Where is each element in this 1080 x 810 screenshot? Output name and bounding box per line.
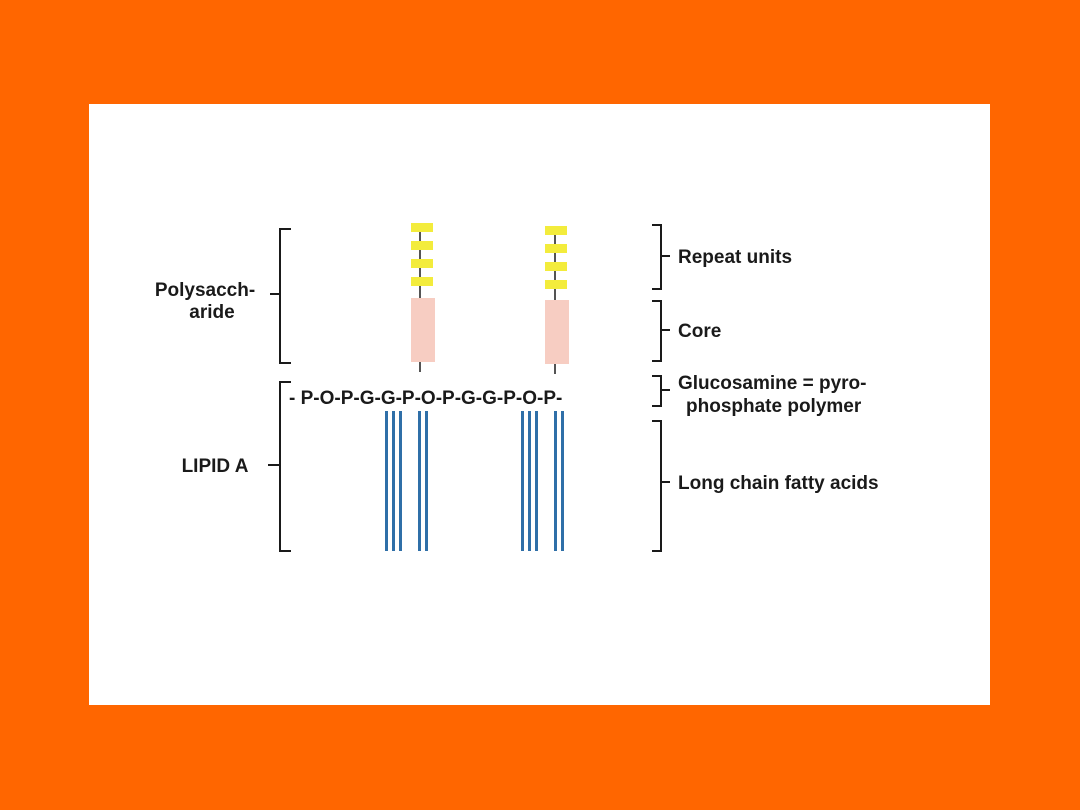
fatty-acid-chain xyxy=(535,411,538,551)
polysaccharide-chain-left xyxy=(411,223,435,372)
lipid-a-label: LIPID A xyxy=(182,456,249,477)
fatty-acid-chain xyxy=(385,411,388,551)
repeat-unit xyxy=(411,241,433,250)
fatty-acid-chain xyxy=(418,411,421,551)
fatty-acid-chain xyxy=(392,411,395,551)
glucosamine-label-line2: phosphate polymer xyxy=(686,396,862,417)
glucosamine-bracket xyxy=(652,375,670,407)
core-label: Core xyxy=(678,321,721,342)
fatty-acid-chain xyxy=(521,411,524,551)
white-panel xyxy=(89,104,990,705)
polysaccharide-bracket xyxy=(270,228,291,364)
repeat-unit xyxy=(545,244,567,253)
fatty-acid-chain xyxy=(425,411,428,551)
repeat-unit xyxy=(545,280,567,289)
fatty-acids-bracket xyxy=(652,420,670,552)
fatty-acid-chains xyxy=(385,411,564,551)
fatty-acid-chain xyxy=(399,411,402,551)
repeat-unit xyxy=(545,226,567,235)
polysaccharide-label-line1: Polysacch- xyxy=(155,280,255,301)
fatty-acid-chain xyxy=(528,411,531,551)
fatty-acid-chain xyxy=(554,411,557,551)
core-block xyxy=(411,298,435,362)
polysaccharide-label-line2: aride xyxy=(189,302,234,323)
backbone-chain: - P-O-P-G-G-P-O-P-G-G-P-O-P- xyxy=(289,388,562,409)
fatty-acid-chain xyxy=(561,411,564,551)
core-bracket xyxy=(652,300,670,362)
core-block xyxy=(545,300,569,364)
glucosamine-label-line1: Glucosamine = pyro- xyxy=(678,373,866,394)
repeat-unit xyxy=(545,262,567,271)
polysaccharide-chain-right xyxy=(545,226,569,374)
repeat-unit xyxy=(411,223,433,232)
repeat-units-label: Repeat units xyxy=(678,247,792,268)
repeat-units-bracket xyxy=(652,224,670,290)
repeat-unit xyxy=(411,277,433,286)
lipid-a-bracket xyxy=(268,381,291,552)
repeat-unit xyxy=(411,259,433,268)
fatty-acids-label: Long chain fatty acids xyxy=(678,473,879,494)
